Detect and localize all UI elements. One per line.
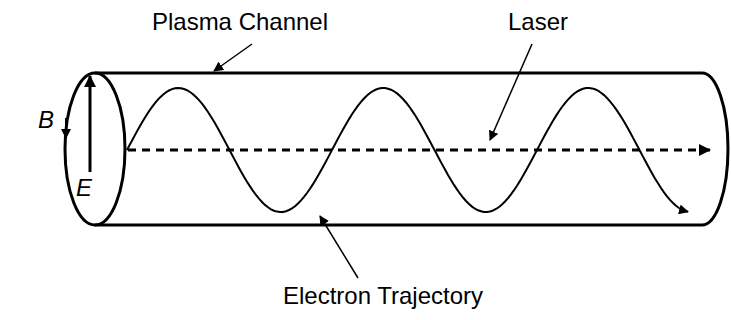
e-field-arrow xyxy=(89,76,92,172)
laser-axis xyxy=(128,149,710,152)
field-symbol: E xyxy=(76,176,92,200)
leader-arrow xyxy=(214,44,252,71)
channel-wall xyxy=(95,224,702,227)
b-field-arrow xyxy=(65,118,67,138)
electron-trajectory xyxy=(127,88,688,212)
field-symbol: B xyxy=(38,108,54,132)
channel-end xyxy=(65,73,125,225)
leader-arrow xyxy=(490,44,532,140)
leader-arrow xyxy=(320,216,358,278)
channel-wall xyxy=(95,72,702,75)
part-label: Plasma Channel xyxy=(152,10,328,34)
part-label: Laser xyxy=(508,10,568,34)
part-label: Electron Trajectory xyxy=(283,284,483,308)
